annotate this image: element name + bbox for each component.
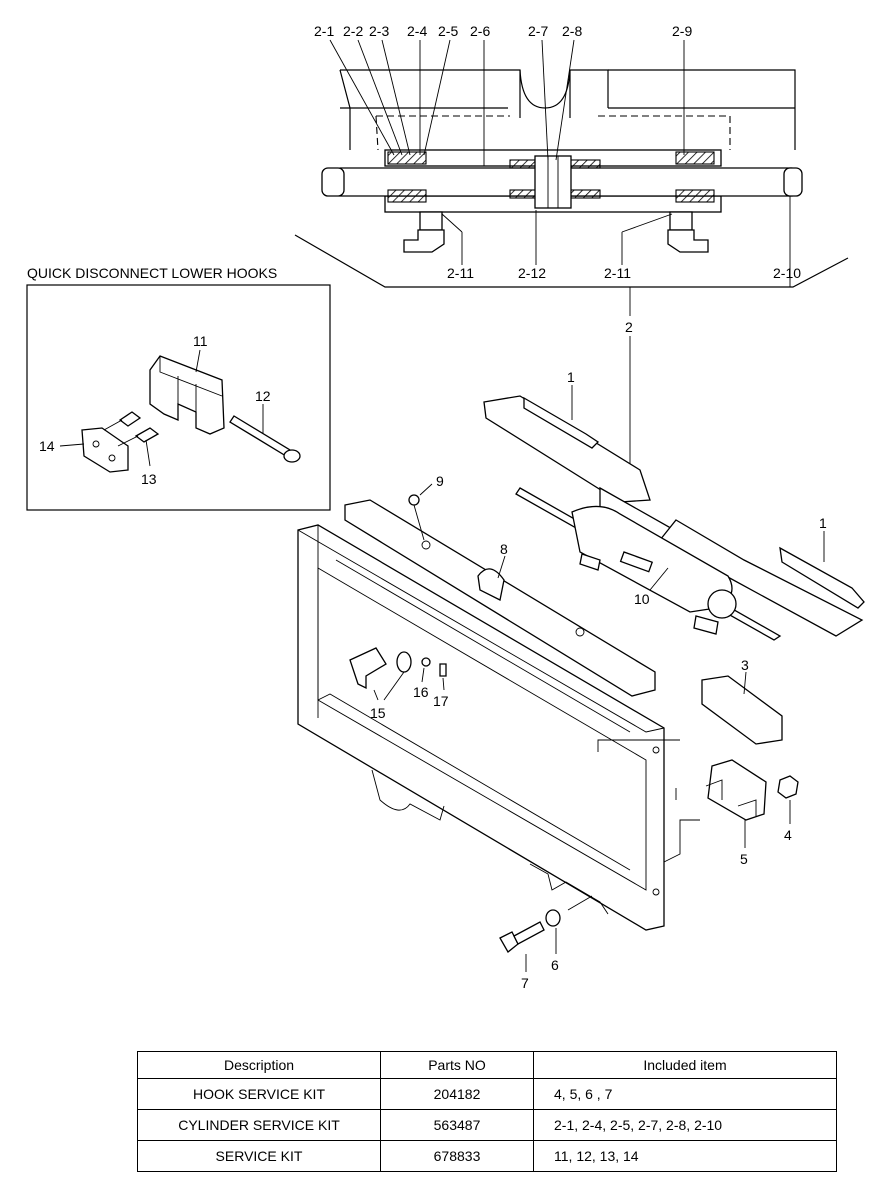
callout-10: 10	[634, 591, 650, 607]
callout-2-4: 2-4	[407, 23, 427, 39]
callout-2-12: 2-12	[518, 265, 546, 281]
table-row: SERVICE KIT 678833 11, 12, 13, 14	[137, 1140, 837, 1172]
cell-included-item: 2-1, 2-4, 2-5, 2-7, 2-8, 2-10	[533, 1109, 837, 1141]
callout-2-10: 2-10	[773, 265, 801, 281]
cell-included-item: 11, 12, 13, 14	[533, 1140, 837, 1172]
callout-17: 17	[433, 693, 449, 709]
callout-12: 12	[255, 388, 271, 404]
callout-8: 8	[500, 541, 508, 557]
callout-1-left: 1	[567, 369, 575, 385]
callout-15: 15	[370, 705, 386, 721]
inset-title: QUICK DISCONNECT LOWER HOOKS	[27, 265, 277, 281]
table-row: CYLINDER SERVICE KIT 563487 2-1, 2-4, 2-…	[137, 1109, 837, 1141]
callout-2-11-right: 2-11	[604, 265, 631, 281]
column-header-description: Description	[137, 1051, 381, 1079]
top-bar-assembly: 9 8	[344, 473, 656, 697]
service-kit-table: Description Parts NO Included item HOOK …	[137, 1051, 837, 1172]
callout-2-9: 2-9	[672, 23, 692, 39]
callout-7: 7	[521, 975, 529, 991]
callout-5: 5	[740, 851, 748, 867]
callout-2-8: 2-8	[562, 23, 582, 39]
table-header-row: Description Parts NO Included item	[137, 1051, 837, 1079]
callout-2-6: 2-6	[470, 23, 490, 39]
cell-parts-no: 204182	[380, 1078, 534, 1110]
cell-description: CYLINDER SERVICE KIT	[137, 1109, 381, 1141]
cell-included-item: 4, 5, 6 , 7	[533, 1078, 837, 1110]
cell-description: SERVICE KIT	[137, 1140, 381, 1172]
callout-9: 9	[436, 473, 444, 489]
callout-13: 13	[141, 471, 157, 487]
column-header-parts-no: Parts NO	[380, 1051, 534, 1079]
callout-14: 14	[39, 438, 55, 454]
column-header-included-item: Included item	[533, 1051, 837, 1079]
callout-2: 2	[625, 319, 633, 335]
callout-4: 4	[784, 827, 792, 843]
carriage-frame: 15 16 17	[297, 524, 665, 931]
callout-2-1: 2-1	[314, 23, 334, 39]
callout-2-11-left: 2-11	[447, 265, 474, 281]
cell-parts-no: 678833	[380, 1140, 534, 1172]
upper-hook-assembly: 1 1 10	[483, 369, 865, 641]
callout-1-right: 1	[819, 515, 827, 531]
cell-parts-no: 563487	[380, 1109, 534, 1141]
inset-quick-disconnect: QUICK DISCONNECT LOWER HOOKS 11 12 14 13	[26, 265, 331, 511]
callout-2-3: 2-3	[369, 23, 389, 39]
callout-2-2: 2-2	[343, 23, 363, 39]
exploded-parts-diagram: 2-1 2-2 2-3 2-4 2-5 2-6 2-7 2-8 2-9 2-10…	[26, 23, 865, 991]
table-row: HOOK SERVICE KIT 204182 4, 5, 6 , 7	[137, 1078, 837, 1110]
callout-11: 11	[193, 333, 208, 349]
cylinder-section-detail: 2-1 2-2 2-3 2-4 2-5 2-6 2-7 2-8 2-9 2-10…	[294, 23, 849, 472]
callout-2-5: 2-5	[438, 23, 458, 39]
cell-description: HOOK SERVICE KIT	[137, 1078, 381, 1110]
callout-16: 16	[413, 684, 429, 700]
callout-6: 6	[551, 957, 559, 973]
lower-hook-parts: 3 4 5 7 6	[499, 657, 799, 991]
callout-3: 3	[741, 657, 749, 673]
callout-2-7: 2-7	[528, 23, 548, 39]
